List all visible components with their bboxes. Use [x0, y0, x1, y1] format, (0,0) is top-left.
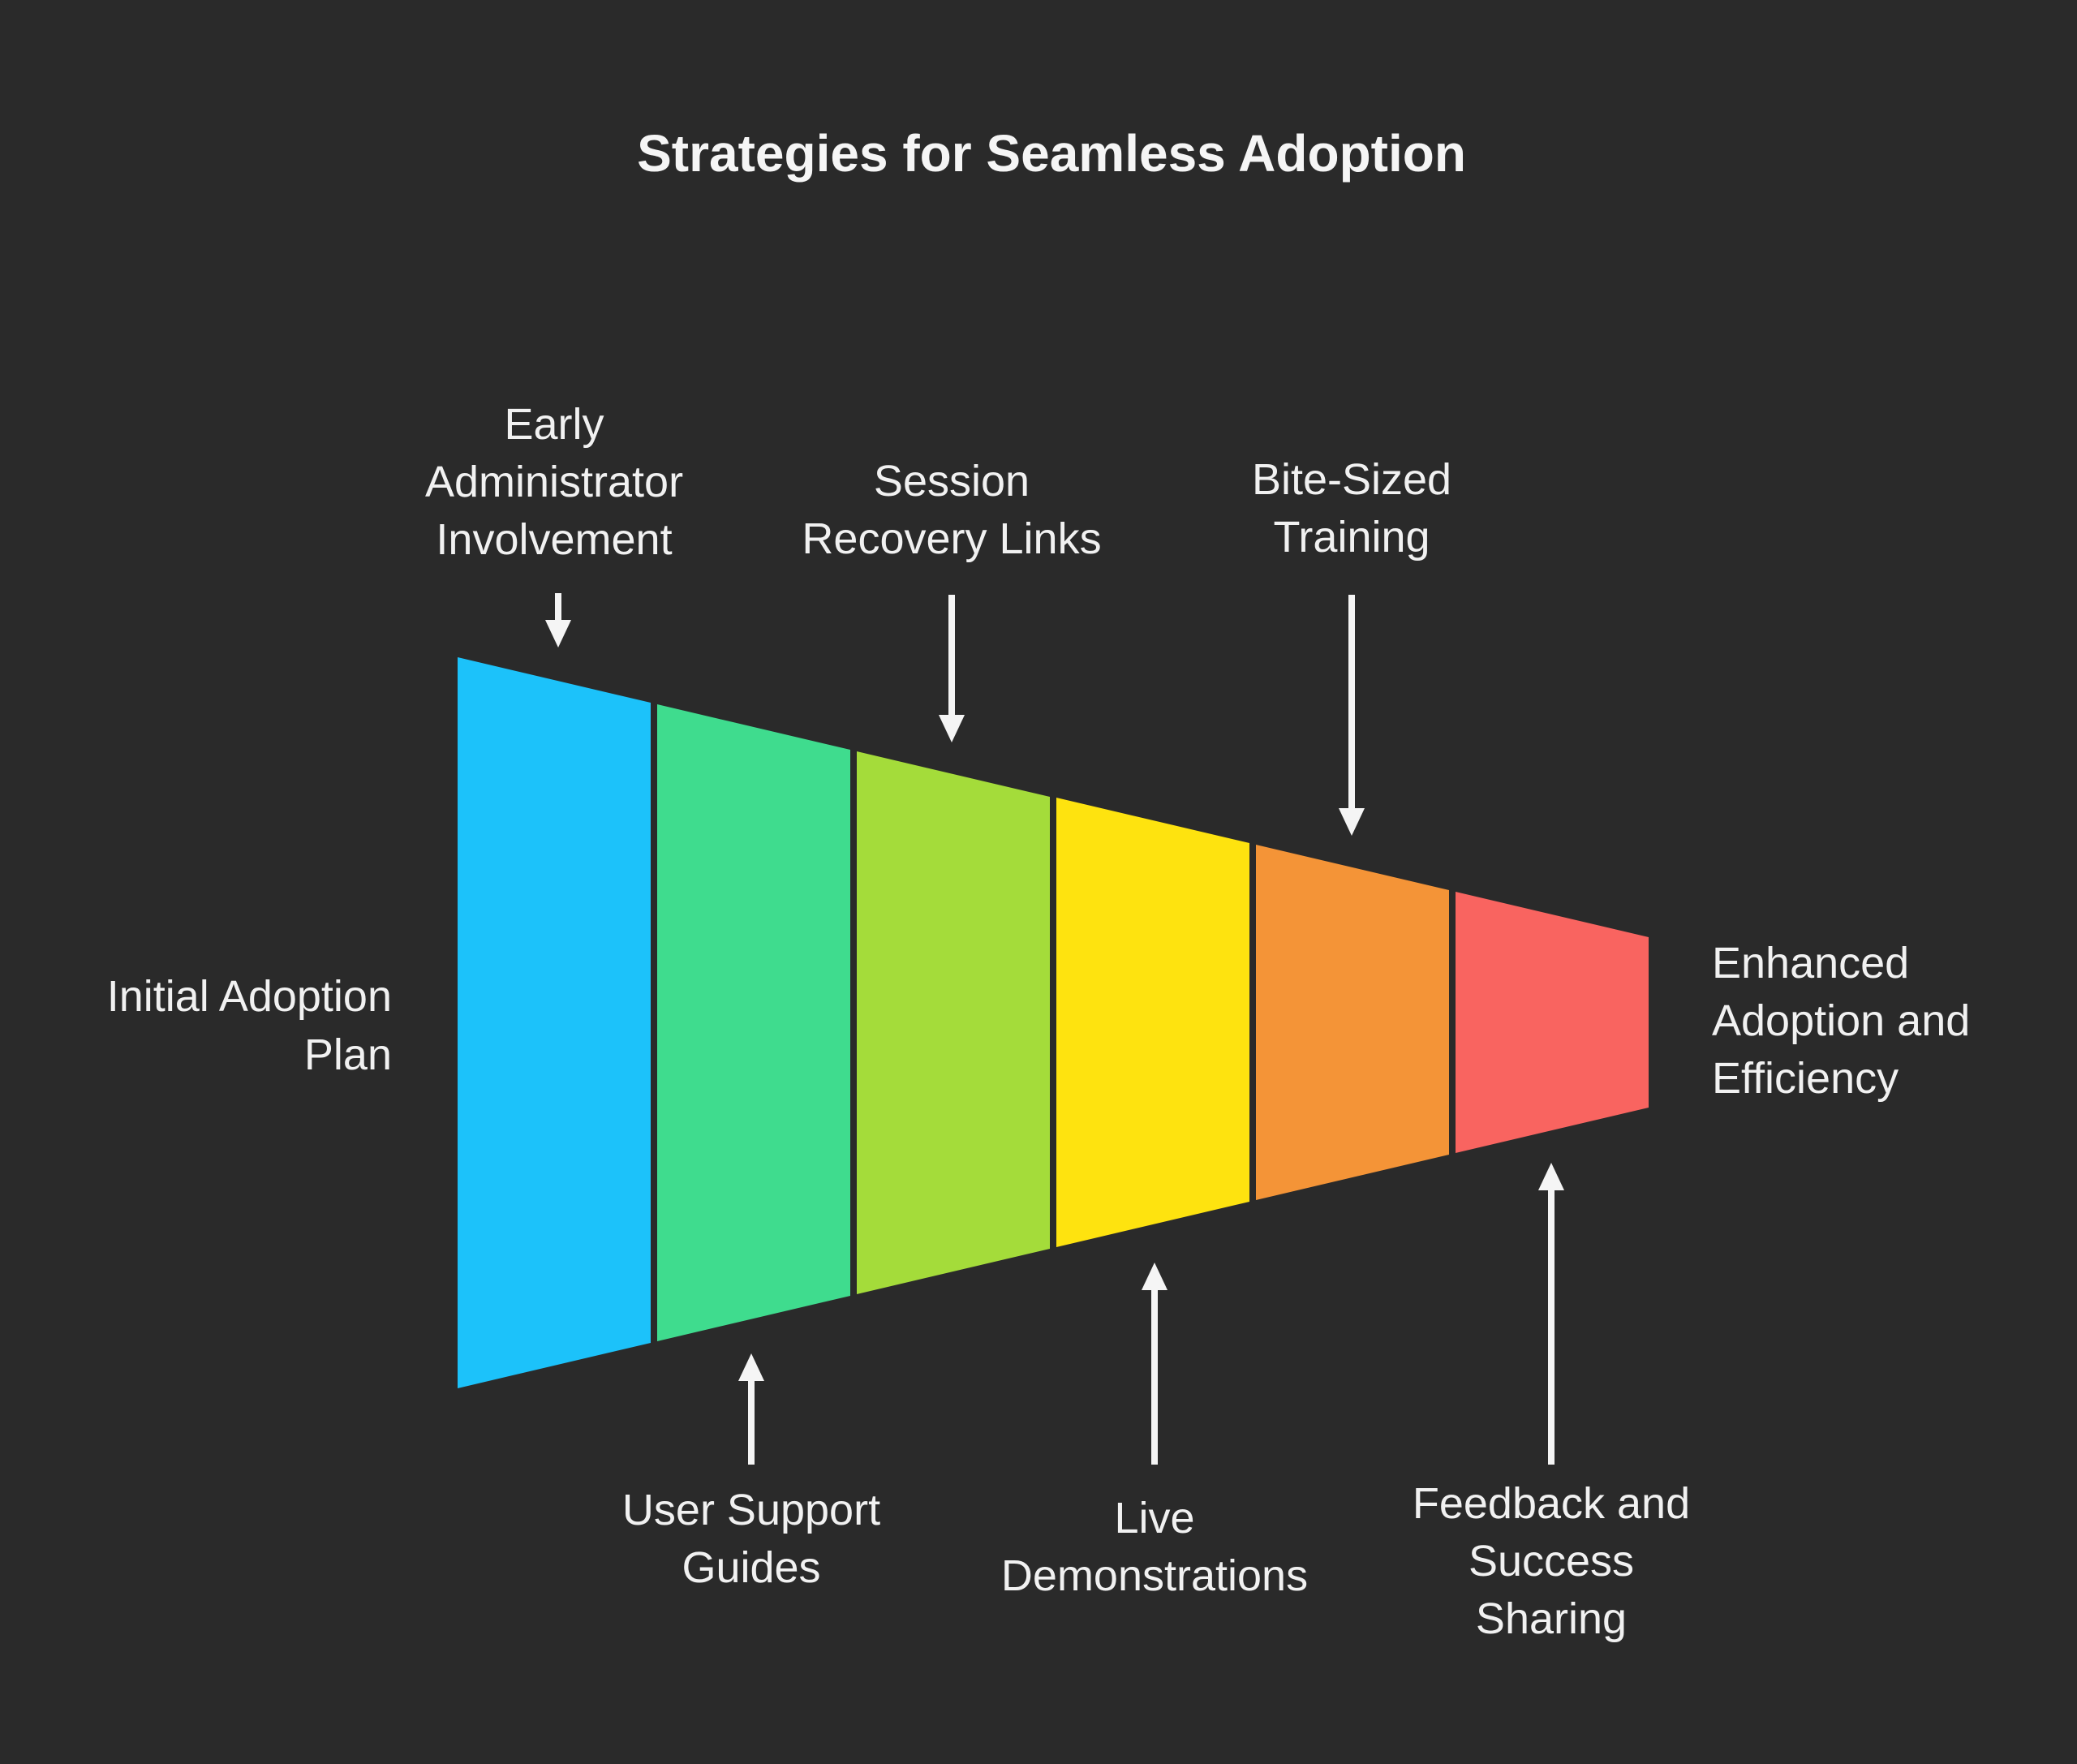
stage-label-session-recovery-links: Session Recovery Links: [802, 457, 1102, 563]
arrow-down-bite-sized-training: [1339, 595, 1365, 836]
funnel-segment-3: [857, 751, 1050, 1294]
arrowhead-icon: [939, 715, 965, 742]
funnel-segment-5: [1256, 845, 1449, 1200]
stage-label-user-support-guides: User Support Guides: [621, 1486, 881, 1592]
arrowhead-icon: [1142, 1263, 1168, 1290]
funnel-end-label: Enhanced Adoption and Efficiency: [1712, 939, 1971, 1103]
funnel-segment-1: [458, 657, 651, 1388]
funnel-start-label: Initial Adoption Plan: [106, 972, 392, 1079]
arrow-up-feedback-and-success-sharing: [1538, 1163, 1564, 1465]
arrowhead-icon: [1339, 808, 1365, 836]
diagram-title: Strategies for Seamless Adoption: [637, 124, 1466, 183]
stage-label-feedback-and-success-sharing: Feedback and Success Sharing: [1412, 1479, 1691, 1643]
arrow-down-session-recovery-links: [939, 595, 965, 742]
arrow-up-user-support-guides: [738, 1353, 764, 1465]
arrowhead-icon: [1538, 1163, 1564, 1190]
arrowhead-icon: [738, 1353, 764, 1381]
funnel-segment-2: [657, 704, 850, 1341]
funnel-segment-4: [1056, 798, 1249, 1247]
stage-label-bite-sized-training: Bite-Sized Training: [1251, 455, 1452, 561]
arrow-down-early-administrator-involvement: [545, 593, 571, 648]
stage-label-live-demonstrations: Live Demonstrations: [1000, 1494, 1309, 1600]
stage-label-early-administrator-involvement: Early Administrator Involvement: [424, 400, 684, 564]
arrow-up-live-demonstrations: [1142, 1263, 1168, 1465]
arrowhead-icon: [545, 620, 571, 648]
funnel-segment-6: [1456, 892, 1649, 1153]
